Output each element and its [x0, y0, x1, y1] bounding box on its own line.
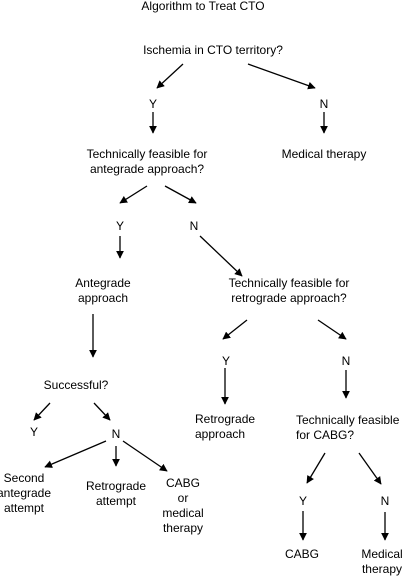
node-retrograde-approach: Retrograde approach [195, 412, 255, 442]
arrow-ischemia-to-n [247, 63, 316, 90]
arrow-antegrade-q-to-n [164, 185, 197, 204]
retrograde-attempt-line2: attempt [95, 494, 137, 508]
arrow-successful-to-n [93, 402, 111, 421]
retrograde-attempt-line1: Retrograde [85, 479, 147, 493]
label-yes-antegrade: Y [115, 219, 125, 233]
arrow-ischemia-to-y [156, 63, 184, 89]
label-yes-retrograde: Y [221, 354, 231, 368]
node-medical-therapy: Medical therapy [281, 147, 367, 161]
node-antegrade-approach: Antegrade approach [75, 276, 130, 306]
arrow-cabg-q-to-y [306, 452, 326, 484]
arrow-successful-to-y [33, 402, 51, 421]
cabg-feasible-line2: for CABG? [296, 428, 355, 442]
arrow-retrograde-q-to-n [317, 319, 347, 340]
cabg-or-line1: CABG [165, 476, 201, 490]
retrograde-feasible-line2: retrograde approach? [231, 291, 347, 305]
node-retrograde-feasible-question: Technically feasible for retrograde appr… [229, 276, 350, 306]
antegrade-feasible-line2: antegrade approach? [89, 162, 205, 176]
arrow-cabg-q-to-n [358, 452, 382, 485]
arrow-retrograde-q-to-y [222, 319, 248, 340]
label-yes-cabg: Y [298, 494, 308, 508]
cabg-feasible-line1: Technically feasible [296, 413, 400, 427]
label-no-retrograde: N [341, 354, 351, 368]
retrograde-feasible-line1: Technically feasible for [228, 276, 350, 290]
cabg-or-line4: therapy [162, 521, 204, 535]
second-attempt-line2: antegrade [0, 486, 52, 500]
node-retrograde-attempt: Retrograde attempt [86, 479, 146, 509]
second-attempt-line3: attempt [3, 501, 45, 515]
node-cabg-or-medical-therapy: CABG or medical therapy [162, 476, 203, 536]
arrow-n3-to-cabg-or [122, 440, 168, 472]
label-yes-successful: Y [29, 425, 39, 439]
label-no-ischemia: N [319, 97, 329, 111]
node-antegrade-feasible-question: Technically feasible for antegrade appro… [87, 147, 208, 177]
node-second-antegrade-attempt: Second antegrade attempt [0, 471, 51, 516]
arrow-antegrade-q-to-y [119, 185, 148, 204]
arrow-n3-to-second [44, 440, 107, 468]
antegrade-feasible-line1: Technically feasible for [86, 147, 208, 161]
antegrade-approach-line1: Antegrade [75, 276, 131, 290]
second-attempt-line1: Second [3, 471, 45, 485]
retrograde-approach-line2: approach [195, 427, 246, 441]
node-cabg: CABG [284, 547, 320, 561]
node-ischemia-question: Ischemia in CTO territory? [143, 43, 283, 57]
diagram-title: Algorithm to Treat CTO [141, 0, 265, 13]
arrow-n2-to-retrograde-q [199, 235, 243, 277]
label-no-cabg: N [380, 494, 390, 508]
label-yes-ischemia: Y [148, 97, 158, 111]
retrograde-approach-line1: Retrograde [195, 412, 256, 426]
label-no-antegrade: N [189, 219, 199, 233]
medical-final-line2: therapy [361, 562, 403, 576]
medical-final-line1: Medical [361, 547, 403, 561]
label-no-successful: N [111, 427, 121, 441]
cabg-or-line3: medical [162, 506, 204, 520]
node-cabg-feasible-question: Technically feasible for CABG? [296, 413, 399, 443]
node-successful-question: Successful? [43, 378, 109, 392]
cabg-or-line2: or [177, 491, 189, 505]
antegrade-approach-line2: approach [77, 291, 129, 305]
node-medical-therapy-final: Medical therapy [361, 547, 402, 577]
